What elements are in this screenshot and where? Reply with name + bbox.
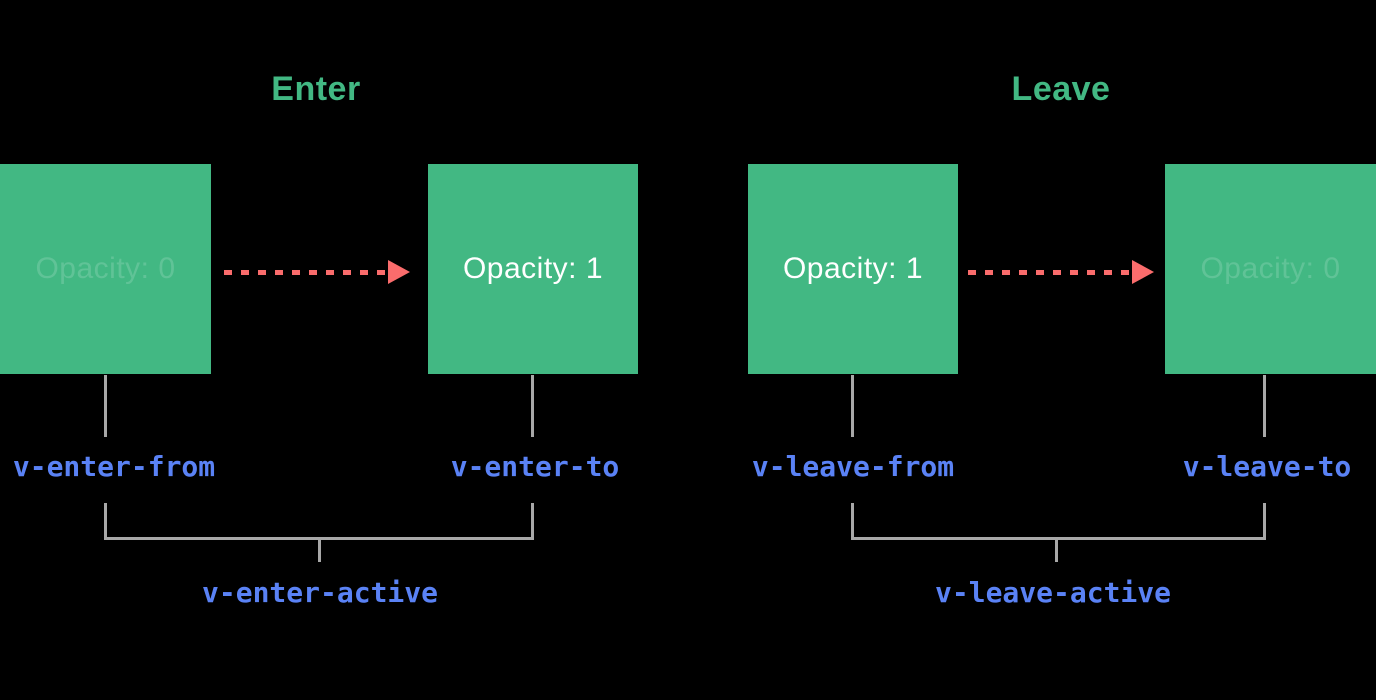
leave-to-connector-line	[1263, 375, 1266, 437]
enter-active-class-label: v-enter-active	[201, 576, 439, 609]
enter-from-box: Opacity: 0	[0, 164, 211, 374]
leave-to-box: Opacity: 0	[1165, 164, 1376, 374]
enter-to-connector-line	[531, 375, 534, 437]
leave-to-box-label: Opacity: 0	[1200, 252, 1341, 285]
leave-from-box-label: Opacity: 1	[782, 252, 924, 285]
leave-bracket-stem	[1055, 540, 1058, 562]
enter-bracket-left-tick	[104, 503, 107, 540]
enter-from-connector-line	[104, 375, 107, 437]
leave-bracket-left-tick	[851, 503, 854, 540]
leave-active-class-label: v-leave-active	[934, 576, 1172, 609]
leave-bracket-bar	[851, 537, 1266, 540]
enter-section-title: Enter	[271, 70, 361, 108]
leave-to-class-label: v-leave-to	[1182, 450, 1352, 483]
leave-from-box: Opacity: 1	[748, 164, 958, 374]
leave-dashed-arrow-line-icon	[968, 270, 1132, 275]
enter-bracket-bar	[104, 537, 534, 540]
leave-from-class-label: v-leave-from	[751, 450, 955, 483]
leave-bracket-right-tick	[1263, 503, 1266, 540]
enter-from-box-label: Opacity: 0	[35, 252, 176, 285]
leave-from-connector-line	[851, 375, 854, 437]
enter-to-box-label: Opacity: 1	[462, 252, 604, 285]
enter-to-class-label: v-enter-to	[450, 450, 620, 483]
enter-dashed-arrow-line-icon	[224, 270, 388, 275]
enter-bracket-right-tick	[531, 503, 534, 540]
enter-arrow-head-icon	[388, 260, 410, 284]
leave-arrow-head-icon	[1132, 260, 1154, 284]
enter-to-box: Opacity: 1	[428, 164, 638, 374]
leave-section-title: Leave	[1011, 70, 1111, 108]
enter-bracket-stem	[318, 540, 321, 562]
enter-from-class-label: v-enter-from	[12, 450, 216, 483]
